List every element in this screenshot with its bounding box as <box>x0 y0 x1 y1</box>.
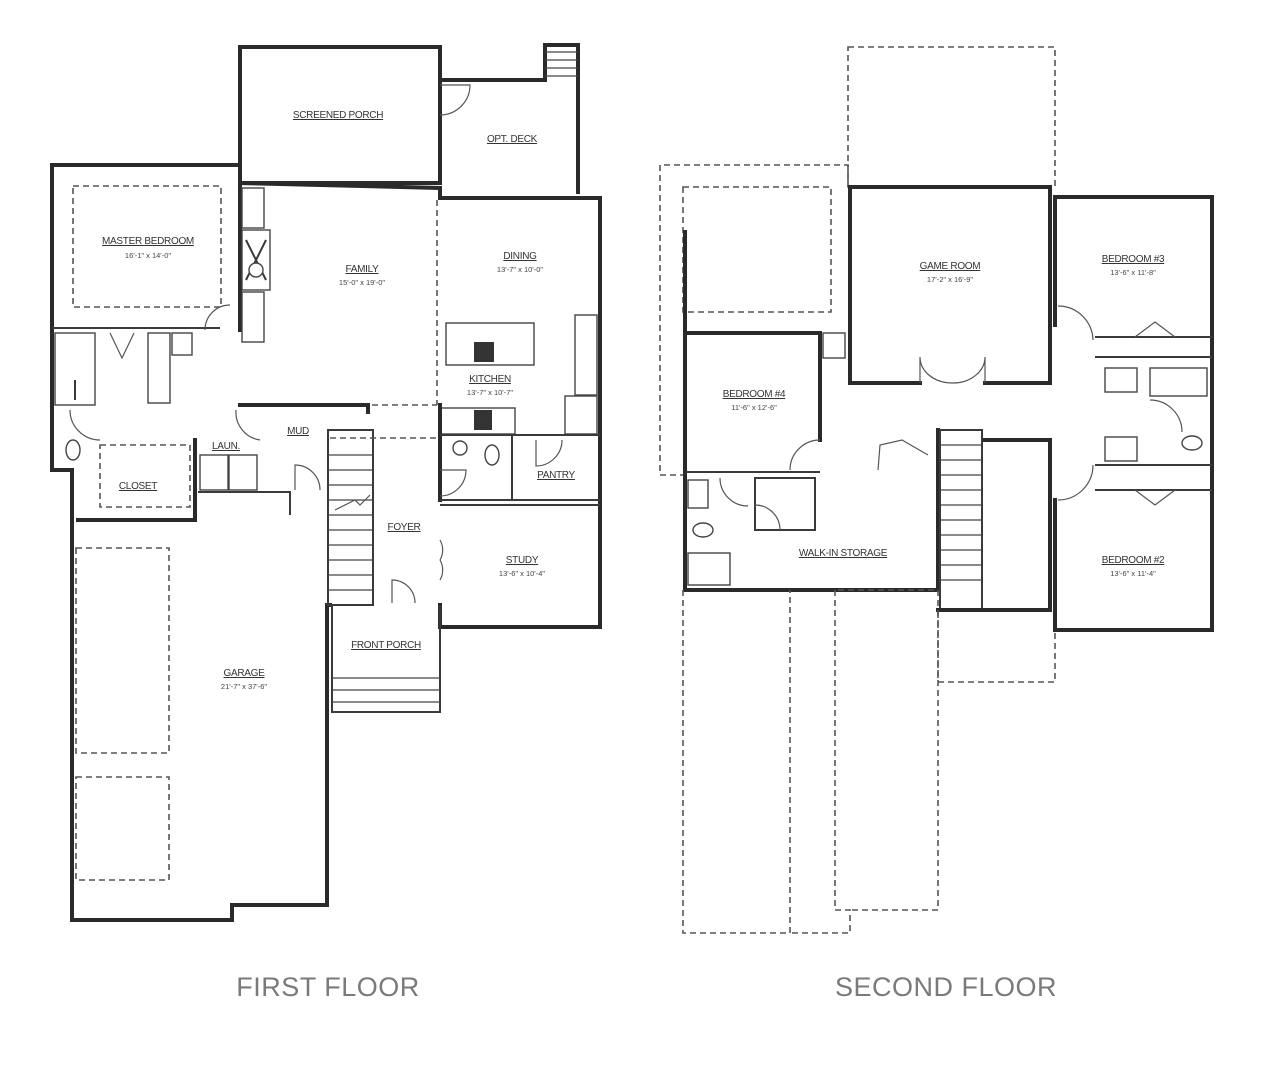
room-label: FRONT PORCH <box>351 640 421 651</box>
room-dims: 11'-6" x 12'-6" <box>731 403 777 412</box>
room-label: BEDROOM #4 <box>723 389 786 400</box>
room-dims: 13'-6" x 10'-4" <box>499 569 545 578</box>
room-study: STUDY 13'-6" x 10'-4" <box>439 504 600 581</box>
staircase <box>327 429 440 606</box>
room-label: OPT. DECK <box>487 134 538 145</box>
room-label: BEDROOM #3 <box>1102 254 1165 265</box>
room-dims: 15'-0" x 19'-0" <box>339 278 385 287</box>
room-family: FAMILY 15'-0" x 19'-0" <box>339 264 385 287</box>
room-dining: DINING 13'-7" x 10'-0" <box>497 251 543 274</box>
room-label: MASTER BEDROOM <box>102 236 194 247</box>
room-label: FOYER <box>388 522 421 533</box>
room-foyer: FOYER <box>388 522 421 604</box>
room-dims: 13'-7" x 10'-0" <box>497 265 543 274</box>
room-screened-porch: SCREENED PORCH <box>238 45 442 185</box>
exterior-wall <box>50 163 332 922</box>
room-bedroom-4: BEDROOM #4 11'-6" x 12'-6" <box>683 230 822 592</box>
room-mud: MUD <box>235 409 321 491</box>
room-dims: 13'-7" x 10'-7" <box>467 388 513 397</box>
room-dims: 13'-6" x 11'-4" <box>1110 569 1156 578</box>
first-floor-title: FIRST FLOOR <box>236 972 420 1002</box>
room-dims: 21'-7" x 37'-6" <box>221 682 267 691</box>
room-opt-deck: OPT. DECK <box>438 43 580 194</box>
room-label: CLOSET <box>119 481 157 492</box>
room-garage: GARAGE 21'-7" x 37'-6" <box>75 547 267 881</box>
room-dims: 13'-6" x 11'-8" <box>1110 268 1156 277</box>
room-label: GAME ROOM <box>920 261 981 272</box>
room-label: WALK-IN STORAGE <box>799 548 888 559</box>
room-label: PANTRY <box>537 470 575 481</box>
room-master-bedroom: MASTER BEDROOM 16'-1" x 14'-0" <box>52 163 242 332</box>
room-dims: 16'-1" x 14'-0" <box>125 251 171 260</box>
room-game-room: GAME ROOM 17'-2" x 16'-9" <box>848 185 1052 385</box>
room-label: SCREENED PORCH <box>293 110 383 121</box>
room-label: KITCHEN <box>469 374 511 385</box>
room-walk-in-storage: WALK-IN STORAGE <box>753 428 940 592</box>
room-label: GARAGE <box>224 668 266 679</box>
room-bedroom-2: BEDROOM #2 13'-6" x 11'-4" <box>1053 464 1212 632</box>
room-label: FAMILY <box>345 264 379 275</box>
room-front-porch: FRONT PORCH <box>331 605 441 713</box>
room-label: BEDROOM #2 <box>1102 555 1165 566</box>
room-dims: 17'-2" x 16'-9" <box>927 275 973 284</box>
room-kitchen: KITCHEN 13'-7" x 10'-7" <box>467 374 513 397</box>
second-floor-plan: GAME ROOM 17'-2" x 16'-9" BEDROOM #3 13'… <box>659 46 1214 934</box>
room-label: MUD <box>287 426 309 437</box>
room-label: LAUN. <box>212 441 240 452</box>
room-label: DINING <box>503 251 537 262</box>
room-laundry: LAUN. <box>199 441 258 491</box>
staircase <box>936 429 1052 612</box>
first-floor-plan: SCREENED PORCH OPT. DECK MASTER BEDROOM … <box>50 43 602 922</box>
room-bedroom-3: BEDROOM #3 13'-6" x 11'-8" <box>1053 195 1214 632</box>
room-label: STUDY <box>506 555 539 566</box>
room-pantry: PANTRY <box>537 470 576 481</box>
second-floor-title: SECOND FLOOR <box>834 972 1058 1002</box>
room-closet: CLOSET <box>99 444 191 508</box>
